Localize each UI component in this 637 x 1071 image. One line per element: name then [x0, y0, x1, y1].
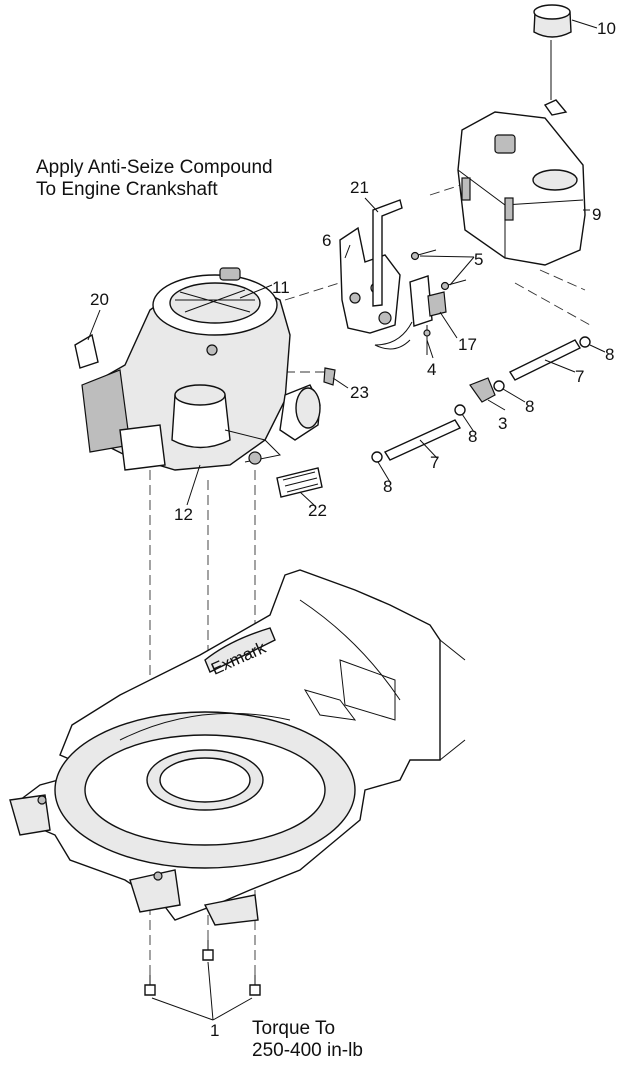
- callout-8c: 8: [468, 427, 477, 446]
- callout-1: 1: [210, 1021, 219, 1040]
- torque-note: Torque To 250-400 in-lb: [252, 1018, 363, 1062]
- callout-23: 23: [350, 383, 369, 402]
- fuel-tank-part-9: [457, 111, 586, 266]
- callout-17: 17: [458, 335, 477, 354]
- callout-labels: 1 3 4 5 6 7 7 8 8 8 8 9 10 11 12 17 20 2…: [90, 19, 616, 1040]
- callout-7b: 7: [430, 453, 439, 472]
- bolts-part-1: [144, 940, 261, 996]
- callout-8b: 8: [525, 397, 534, 416]
- callout-4: 4: [427, 360, 436, 379]
- engine: [81, 267, 321, 471]
- fuel-cap-part-10: [533, 4, 572, 116]
- callout-3: 3: [498, 414, 507, 433]
- anti-seize-note: Apply Anti-Seize Compound To Engine Cran…: [36, 157, 273, 201]
- callout-9: 9: [592, 205, 601, 224]
- anti-seize-note-line1: Apply Anti-Seize Compound: [36, 157, 273, 178]
- torque-note-line2: 250-400 in-lb: [252, 1040, 363, 1061]
- screws-part-5: [410, 249, 467, 291]
- callout-11: 11: [272, 278, 290, 297]
- clamps-part-8: [371, 336, 591, 463]
- bracket-part-6: [339, 226, 401, 334]
- callout-21: 21: [350, 178, 369, 197]
- callout-8a: 8: [605, 345, 614, 364]
- mower-deck: Exmark: [9, 569, 466, 926]
- torque-note-line1: Torque To: [252, 1018, 336, 1039]
- switch-part-17: [409, 275, 447, 327]
- decal-part-20: [74, 333, 99, 369]
- rod-part-21: [372, 199, 403, 307]
- decal-part-22: [276, 467, 323, 498]
- callout-6: 6: [322, 231, 331, 250]
- callout-20: 20: [90, 290, 109, 309]
- callout-5: 5: [474, 250, 483, 269]
- callout-8d: 8: [383, 477, 392, 496]
- valve-part-3: [469, 377, 496, 403]
- clip-part-23: [323, 367, 336, 386]
- callout-7a: 7: [575, 367, 584, 386]
- callout-22: 22: [308, 501, 327, 520]
- anti-seize-note-line2: To Engine Crankshaft: [36, 179, 218, 200]
- callout-12: 12: [174, 505, 193, 524]
- callout-10: 10: [597, 19, 616, 38]
- leader-lines: [87, 19, 606, 1021]
